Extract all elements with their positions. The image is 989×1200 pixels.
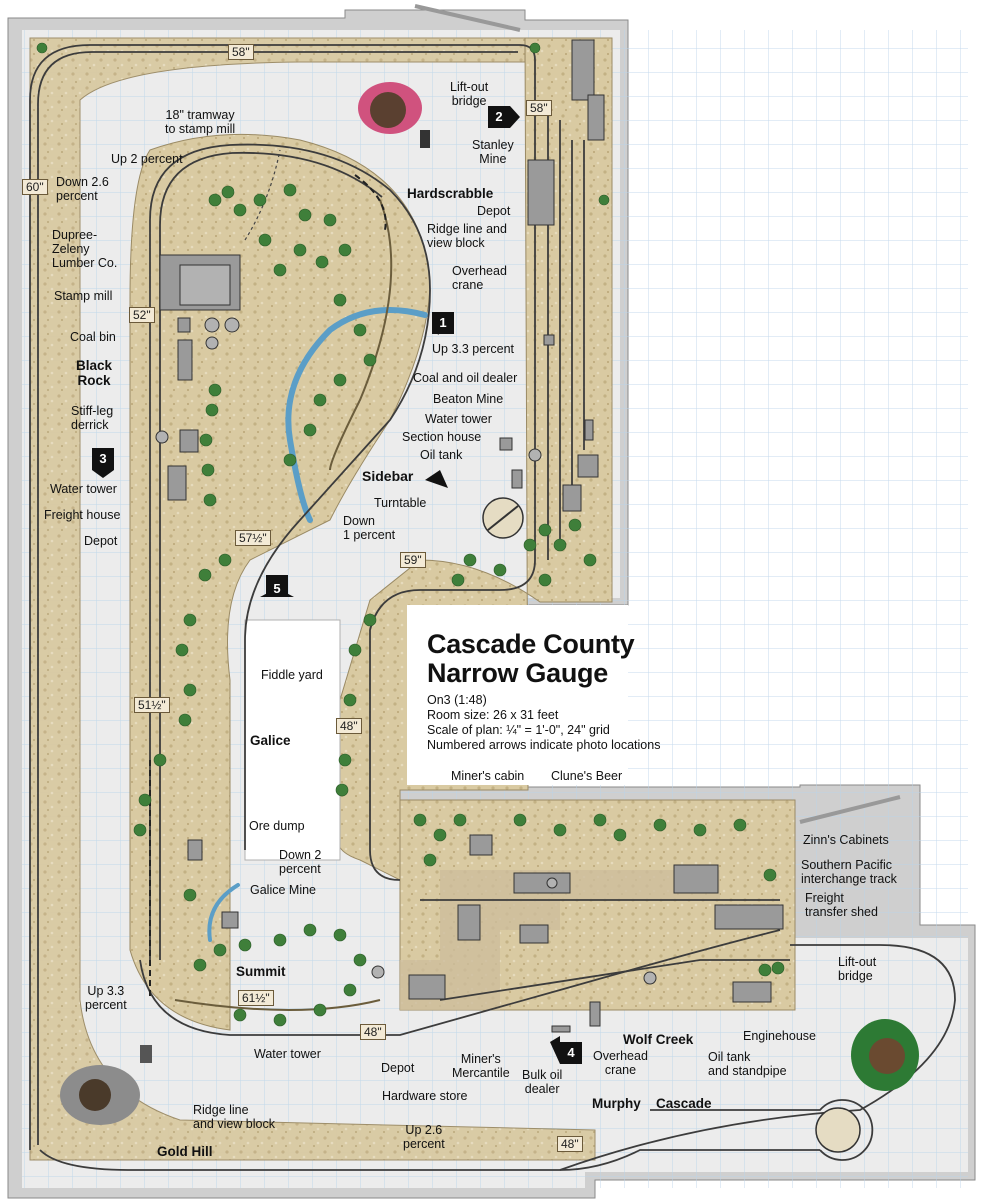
label-miners-cabin: Miner's cabin <box>451 769 525 783</box>
structures <box>155 39 784 1033</box>
label-down-26-left: Down 2.6 percent <box>56 175 109 203</box>
label-stamp-mill: Stamp mill <box>54 289 113 303</box>
label-section-house: Section house <box>402 430 482 444</box>
label-miners-mercantile: Miner's Mercantile <box>452 1052 510 1080</box>
label-turntable: Turntable <box>374 496 427 510</box>
label-lift-out-bridge-right: Lift-out bridge <box>838 955 877 983</box>
label-down-1-percent: Down 1 percent <box>343 514 396 542</box>
label-ridge-line-bottom: Ridge line and view block <box>193 1103 275 1131</box>
lift-out-bridge-right <box>799 795 901 824</box>
label-tramway: 18" tramway to stamp mill <box>165 108 236 136</box>
creek <box>207 883 240 942</box>
spec-room-size: Room size: 26 x 31 feet <box>427 708 559 722</box>
label-oil-tank-standpipe: Oil tank and standpipe <box>708 1050 787 1078</box>
label-water-tower-right: Water tower <box>425 412 492 426</box>
label-down-2-percent: Down 2 percent <box>279 848 322 876</box>
photo-arrow-4: 4 <box>567 1045 575 1060</box>
dim-60: 60" <box>22 179 48 195</box>
operator-figure-bottom <box>50 1040 160 1140</box>
river <box>285 307 428 523</box>
label-water-tower-bottom: Water tower <box>254 1047 321 1061</box>
town-summit: Summit <box>236 964 286 979</box>
label-up-2-percent: Up 2 percent <box>111 152 183 166</box>
town-cascade: Cascade <box>656 1096 712 1111</box>
label-overhead-crane-top: Overhead crane <box>452 264 507 292</box>
label-stiff-leg-derrick: Stiff-leg derrick <box>71 404 114 432</box>
dim-48-lower: 48" <box>557 1136 583 1152</box>
spec-scale-gauge: On3 (1:48) <box>427 693 487 707</box>
operator-figure-right <box>845 1010 925 1095</box>
photo-arrow-1: 1 <box>439 315 447 330</box>
dim-52: 52" <box>129 307 155 323</box>
plan-title: Cascade County Narrow Gauge <box>427 629 635 688</box>
label-up-26-bottom: Up 2.6 percent <box>403 1123 445 1151</box>
label-depot-black-rock: Depot <box>84 534 118 548</box>
label-depot-hardscrabble: Depot <box>477 204 511 218</box>
galice-aisle <box>244 619 341 861</box>
label-overhead-crane-bottom: Overhead crane <box>593 1049 648 1077</box>
label-freight-transfer: Freight transfer shed <box>805 891 878 919</box>
label-fiddle-yard: Fiddle yard <box>261 668 323 682</box>
spec-plan-scale: Scale of plan: ¼" = 1'-0", 24" grid <box>427 723 610 737</box>
label-coal-oil-dealer: Coal and oil dealer <box>413 371 518 385</box>
operator-figure-top <box>350 70 430 150</box>
hidden-track-dashed <box>354 174 387 231</box>
dim-48-bottom: 48" <box>360 1024 386 1040</box>
label-freight-house: Freight house <box>44 508 121 522</box>
label-galice-mine: Galice Mine <box>250 883 316 897</box>
label-beaton-mine: Beaton Mine <box>433 392 504 406</box>
photo-arrows <box>92 106 582 1064</box>
ridge-line-top <box>329 199 393 471</box>
town-sidebar: Sidebar <box>362 468 414 484</box>
label-dupree-zeleny: Dupree- Zeleny Lumber Co. <box>52 228 118 270</box>
dim-58-right: 58" <box>526 100 552 116</box>
label-oil-tank: Oil tank <box>420 448 463 462</box>
town-murphy: Murphy <box>592 1096 641 1111</box>
town-gold-hill: Gold Hill <box>157 1144 213 1159</box>
photo-arrow-3: 3 <box>99 451 107 466</box>
plan-title-line2: Narrow Gauge <box>427 658 608 688</box>
photo-arrow-5: 5 <box>273 581 281 596</box>
label-lift-out-bridge-top: Lift-out bridge <box>450 80 489 108</box>
label-up-33-right: Up 3.3 percent <box>432 342 514 356</box>
plan-title-line1: Cascade County <box>427 629 635 659</box>
turntable-bridge <box>487 505 519 531</box>
dim-59: 59" <box>400 552 426 568</box>
label-up-33-left: Up 3.3 percent <box>85 984 127 1012</box>
label-ridge-line-top: Ridge line and view block <box>427 222 507 250</box>
label-stanley-mine: Stanley Mine <box>472 138 514 166</box>
label-sp-interchange: Southern Pacific interchange track <box>801 858 897 886</box>
label-zinns-cabinets: Zinn's Cabinets <box>803 833 889 847</box>
label-depot-wolf-creek: Depot <box>381 1061 415 1075</box>
dim-58-top: 58" <box>228 44 254 60</box>
spec-arrows-note: Numbered arrows indicate photo locations <box>427 738 661 752</box>
label-enginehouse: Enginehouse <box>743 1029 816 1043</box>
scenery-top-band <box>29 37 596 1161</box>
town-hardscrabble: Hardscrabble <box>407 186 494 201</box>
ridge-line-bottom <box>174 999 381 1011</box>
dim-57-5: 57½" <box>235 530 271 546</box>
label-ore-dump: Ore dump <box>249 819 305 833</box>
room-notch <box>407 605 628 785</box>
photo-arrow-2: 2 <box>495 109 503 124</box>
plan-specs: On3 (1:48) Room size: 26 x 31 feet Scale… <box>427 693 660 753</box>
dim-51-5: 51½" <box>134 697 170 713</box>
lift-out-bridge-top <box>414 4 521 32</box>
town-wolf-creek: Wolf Creek <box>623 1032 694 1047</box>
label-water-tower-left: Water tower <box>50 482 117 496</box>
label-bulk-oil-dealer: Bulk oil dealer <box>522 1068 563 1096</box>
label-hardware-store: Hardware store <box>382 1089 468 1103</box>
label-clunes-beer: Clune's Beer <box>551 769 623 783</box>
dim-48-fiddle: 48" <box>336 718 362 734</box>
town-black-rock: Black Rock <box>76 358 113 388</box>
town-galice: Galice <box>250 733 291 748</box>
label-coal-bin: Coal bin <box>70 330 116 344</box>
dim-61-5: 61½" <box>238 990 274 1006</box>
scenery-peninsula <box>129 133 431 1031</box>
turntable-small <box>815 1107 861 1153</box>
trees <box>36 42 785 1027</box>
